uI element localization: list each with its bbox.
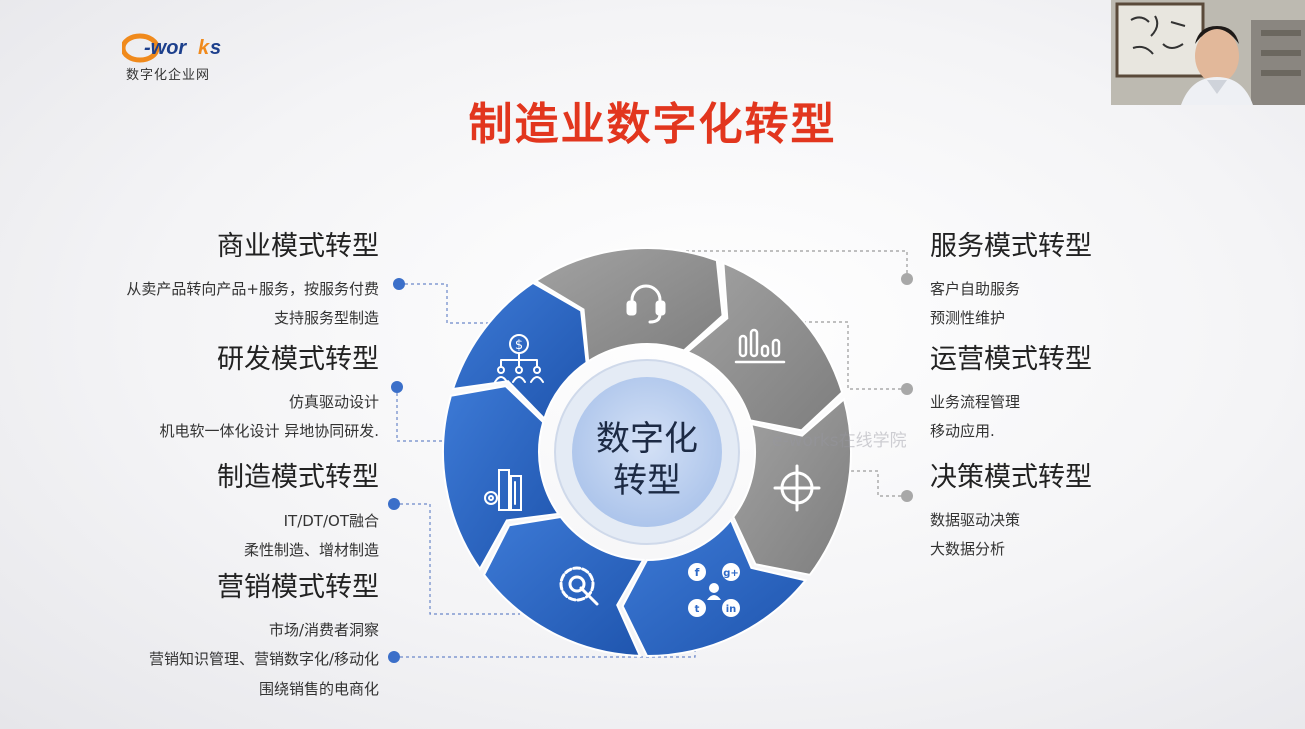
factory-icon [484, 469, 522, 511]
operations-model-title: 运营模式转型 [930, 344, 1092, 375]
marketing-model-line: 营销知识管理、营销数字化/移动化 [148, 650, 379, 668]
connector-dots [388, 273, 913, 663]
bar-chart-icon [734, 328, 786, 364]
service-model-title: 服务模式转型 [930, 231, 1092, 262]
svg-text:t: t [695, 604, 700, 615]
connector-lines-right [660, 250, 908, 497]
marketing-model-line: 围绕销售的电商化 [258, 680, 379, 698]
svg-text:k: k [198, 37, 210, 59]
manufacturing-model-line: 柔性制造、增材制造 [243, 541, 379, 559]
svg-text:$: $ [515, 338, 523, 353]
center-label-line1: 数字化 [596, 419, 698, 459]
presenter-webcam [1111, 0, 1305, 105]
logo-subtitle: 数字化企业网 [126, 68, 211, 83]
connector-dot [388, 651, 400, 663]
page-title: 制造业数字化转型 [468, 99, 837, 150]
center-circle [572, 377, 722, 527]
connector-dot [391, 381, 403, 393]
manufacturing-model-title: 制造模式转型 [217, 462, 379, 493]
marketing-model-title: 营销模式转型 [217, 572, 379, 603]
operations-model-line: 移动应用. [930, 422, 995, 440]
ring-segment-rnd [442, 385, 561, 571]
connector-dot [901, 273, 913, 285]
headset-icon [626, 284, 666, 324]
logo: -wor k s 数字化企业网 [122, 30, 232, 83]
business-model-line: 从卖产品转向产品+服务，按服务付费 [126, 280, 379, 298]
manufacturing-model-line: IT/DT/OT融合 [283, 512, 379, 530]
crosshair-icon [773, 464, 821, 512]
connector-dot [901, 490, 913, 502]
decision-model-line: 数据驱动决策 [930, 511, 1021, 529]
marketing-model-line: 市场/消费者洞察 [268, 621, 379, 639]
svg-text:in: in [726, 604, 737, 615]
center-label-line2: 转型 [613, 461, 681, 501]
svg-text:f: f [695, 566, 700, 579]
business-model-line: 支持服务型制造 [273, 309, 379, 327]
social-network-icon: f g+ t in [688, 563, 740, 617]
connector-dot [388, 498, 400, 510]
rnd-model-line: 机电软一体化设计 异地协同研发. [159, 422, 379, 440]
org-chart-icon: $ [494, 334, 544, 383]
rnd-model-title: 研发模式转型 [217, 344, 379, 375]
ring-segment-business [451, 281, 588, 421]
ring-segment-manufacturing [482, 515, 645, 657]
connector-dot [393, 278, 405, 290]
svg-text:-wor: -wor [144, 37, 187, 59]
operations-model-line: 业务流程管理 [930, 393, 1021, 411]
decision-model-title: 决策模式转型 [930, 462, 1092, 493]
svg-text:g+: g+ [723, 568, 739, 579]
rnd-model-line: 仿真驱动设计 [288, 393, 379, 411]
eworks-logo-icon: -wor k s [122, 33, 221, 63]
service-model-line: 客户自助服务 [930, 280, 1021, 298]
decision-model-line: 大数据分析 [930, 540, 1006, 558]
svg-text:s: s [210, 37, 221, 59]
connector-dot [901, 383, 913, 395]
business-model-title: 商业模式转型 [217, 231, 379, 262]
watermark: e-works在线学院 [772, 431, 907, 451]
service-model-line: 预测性维护 [930, 309, 1006, 327]
gear-wrench-icon [559, 566, 599, 606]
presenter-video-frame [1111, 0, 1305, 105]
